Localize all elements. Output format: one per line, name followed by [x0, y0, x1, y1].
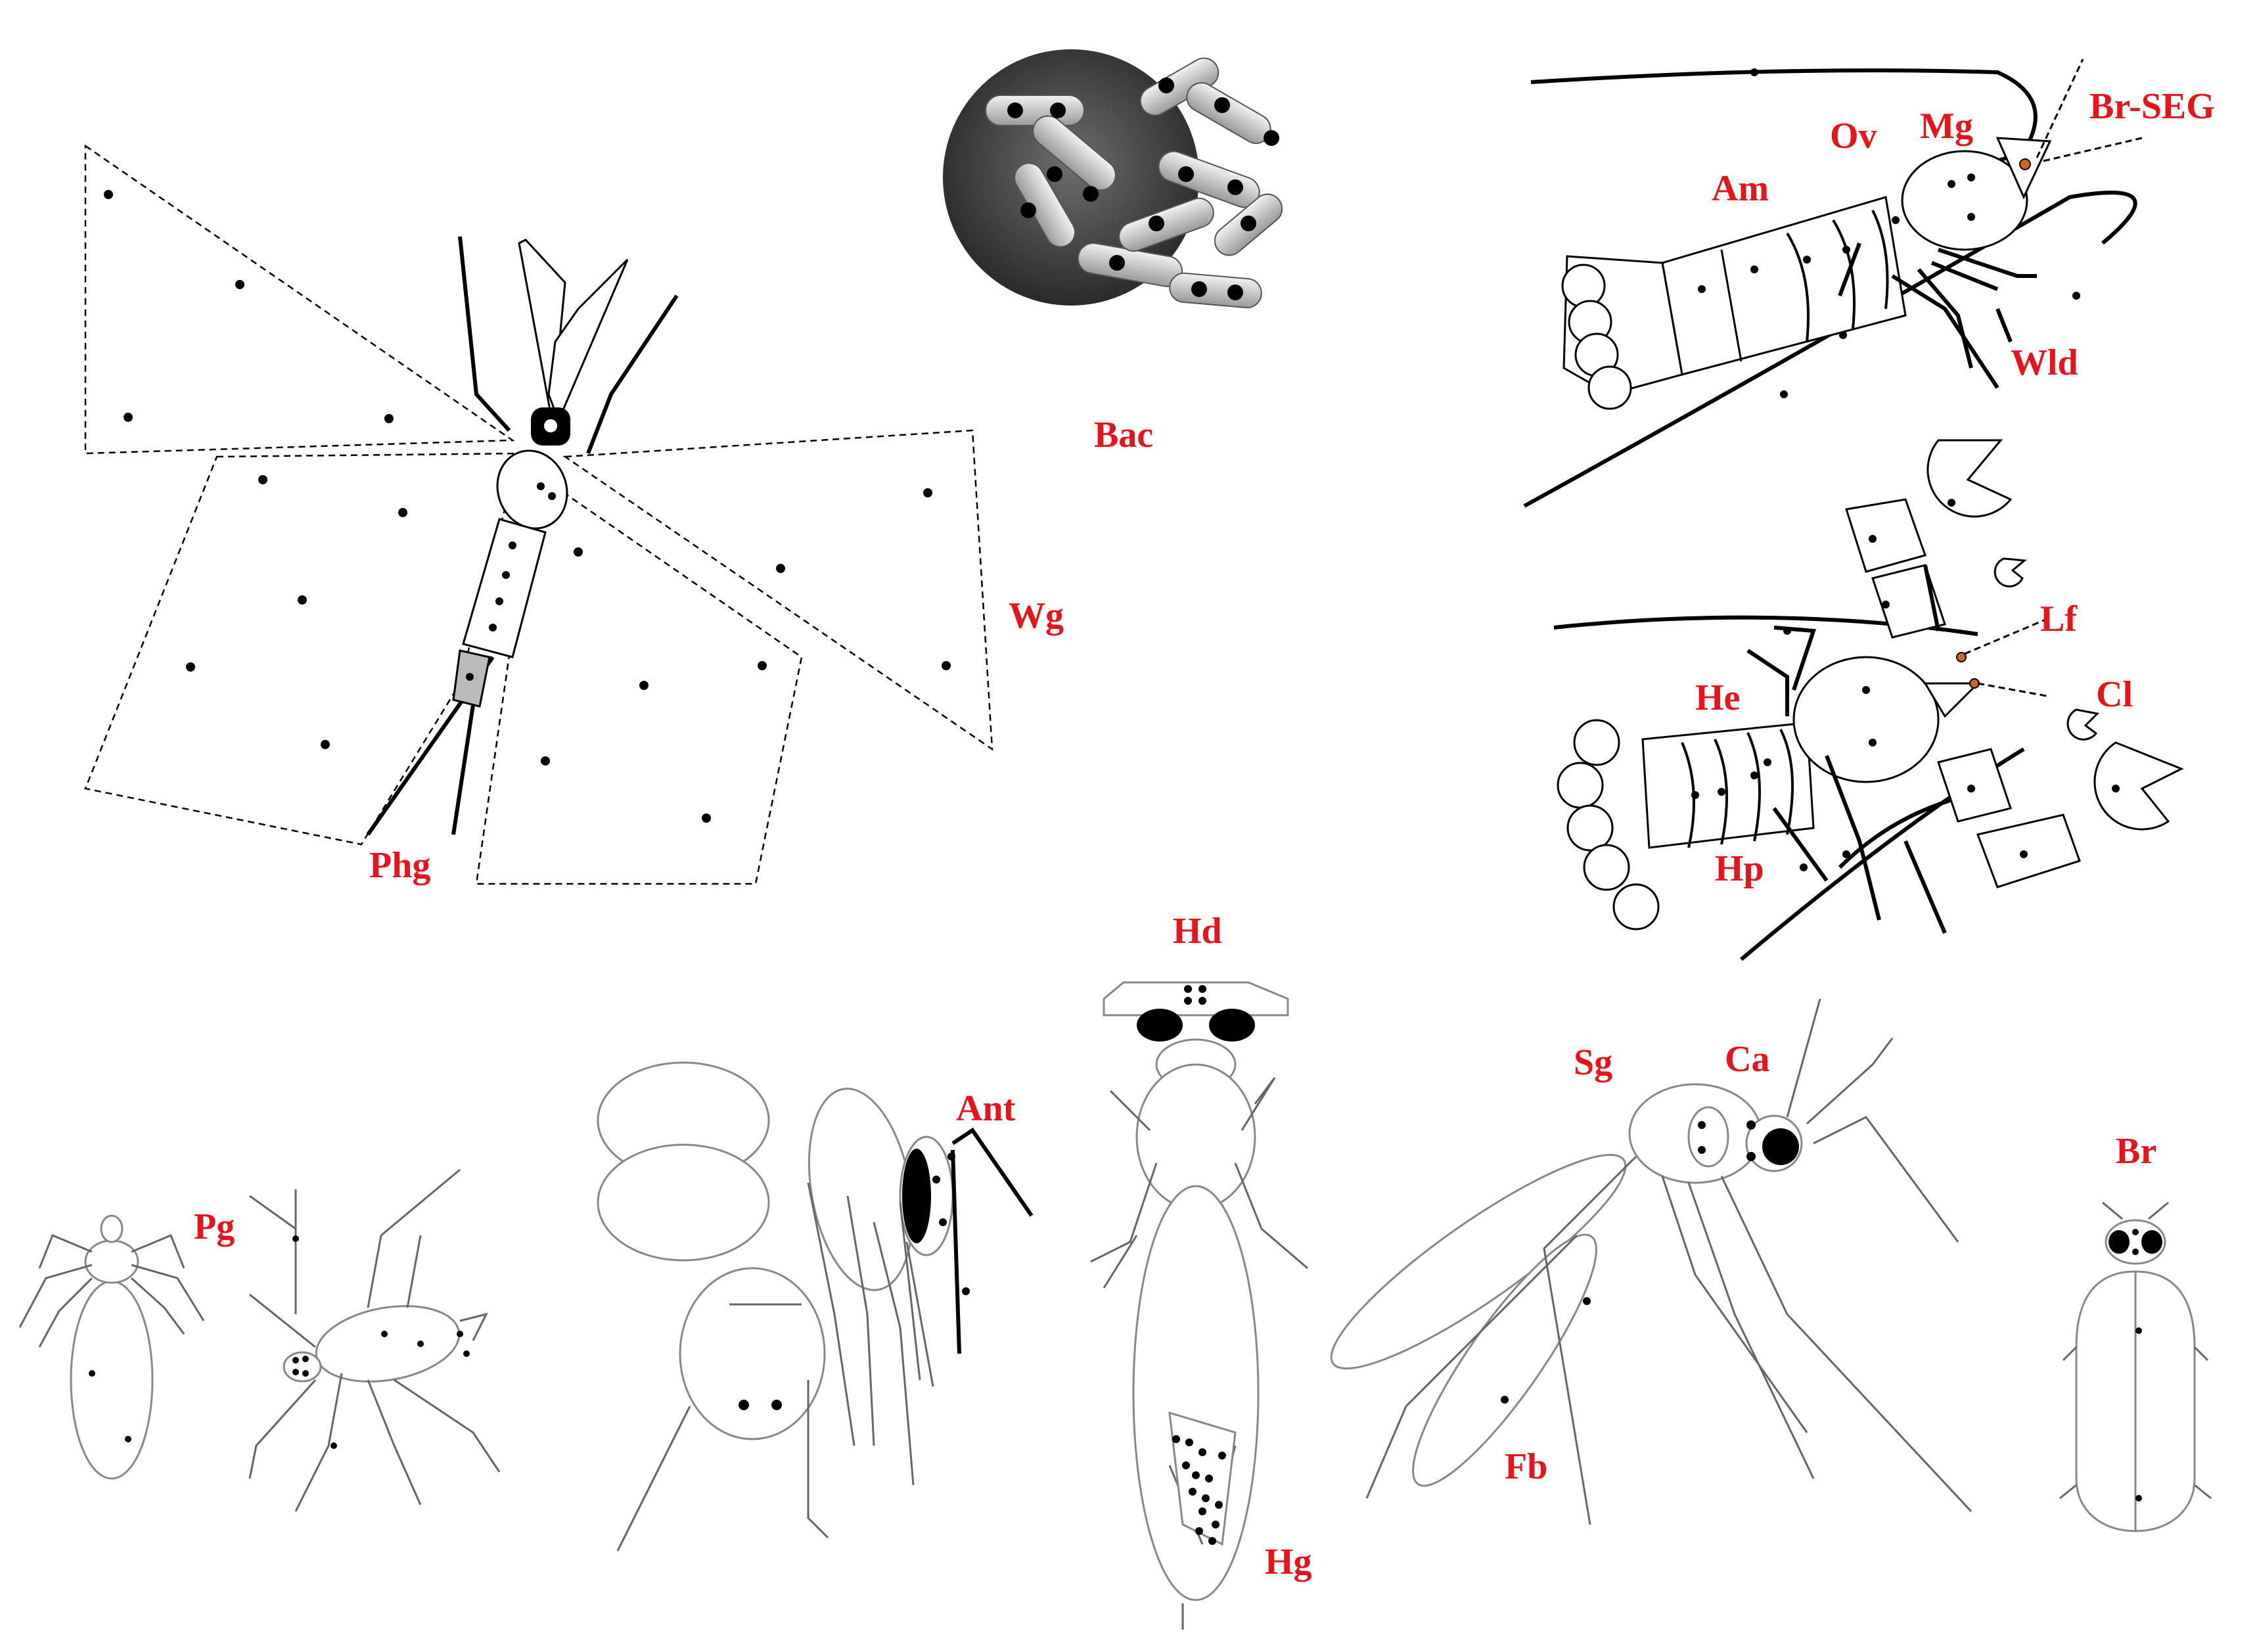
- label-he: He: [1695, 677, 1740, 718]
- label-fb: Fb: [1505, 1446, 1547, 1487]
- label-mg: Mg: [1920, 106, 1973, 147]
- beetle-drawing: [2059, 1201, 2212, 1532]
- label-cl: Cl: [2096, 674, 2133, 715]
- label-wld: Wld: [2011, 342, 2078, 383]
- bacteria-micrograph: [943, 49, 1283, 309]
- label-br-seg: Br-SEG: [2089, 86, 2215, 127]
- label-br: Br: [2116, 1131, 2156, 1172]
- label-pg: Pg: [194, 1206, 235, 1247]
- label-am: Am: [1712, 168, 1769, 209]
- label-phg: Phg: [369, 845, 430, 886]
- crayfish-drawing: [1553, 439, 2184, 961]
- ant-drawing: [1090, 981, 1308, 1630]
- spider-drawings: [18, 1168, 501, 1512]
- label-ca: Ca: [1725, 1039, 1769, 1080]
- label-wg: Wg: [1009, 595, 1064, 636]
- bee-drawing: [597, 1061, 1034, 1551]
- label-hd: Hd: [1173, 911, 1222, 952]
- winged-insect-drawing: [84, 144, 993, 885]
- label-hg: Hg: [1265, 1542, 1312, 1582]
- shrimp-drawing: [1523, 58, 2143, 508]
- label-bac: Bac: [1094, 415, 1153, 455]
- mosquito-drawing: [1330, 998, 1972, 1525]
- label-ant: Ant: [956, 1088, 1016, 1129]
- label-sg: Sg: [1574, 1042, 1612, 1083]
- label-hp: Hp: [1715, 848, 1764, 889]
- label-ov: Ov: [1830, 116, 1877, 156]
- label-lf: Lf: [2040, 599, 2078, 639]
